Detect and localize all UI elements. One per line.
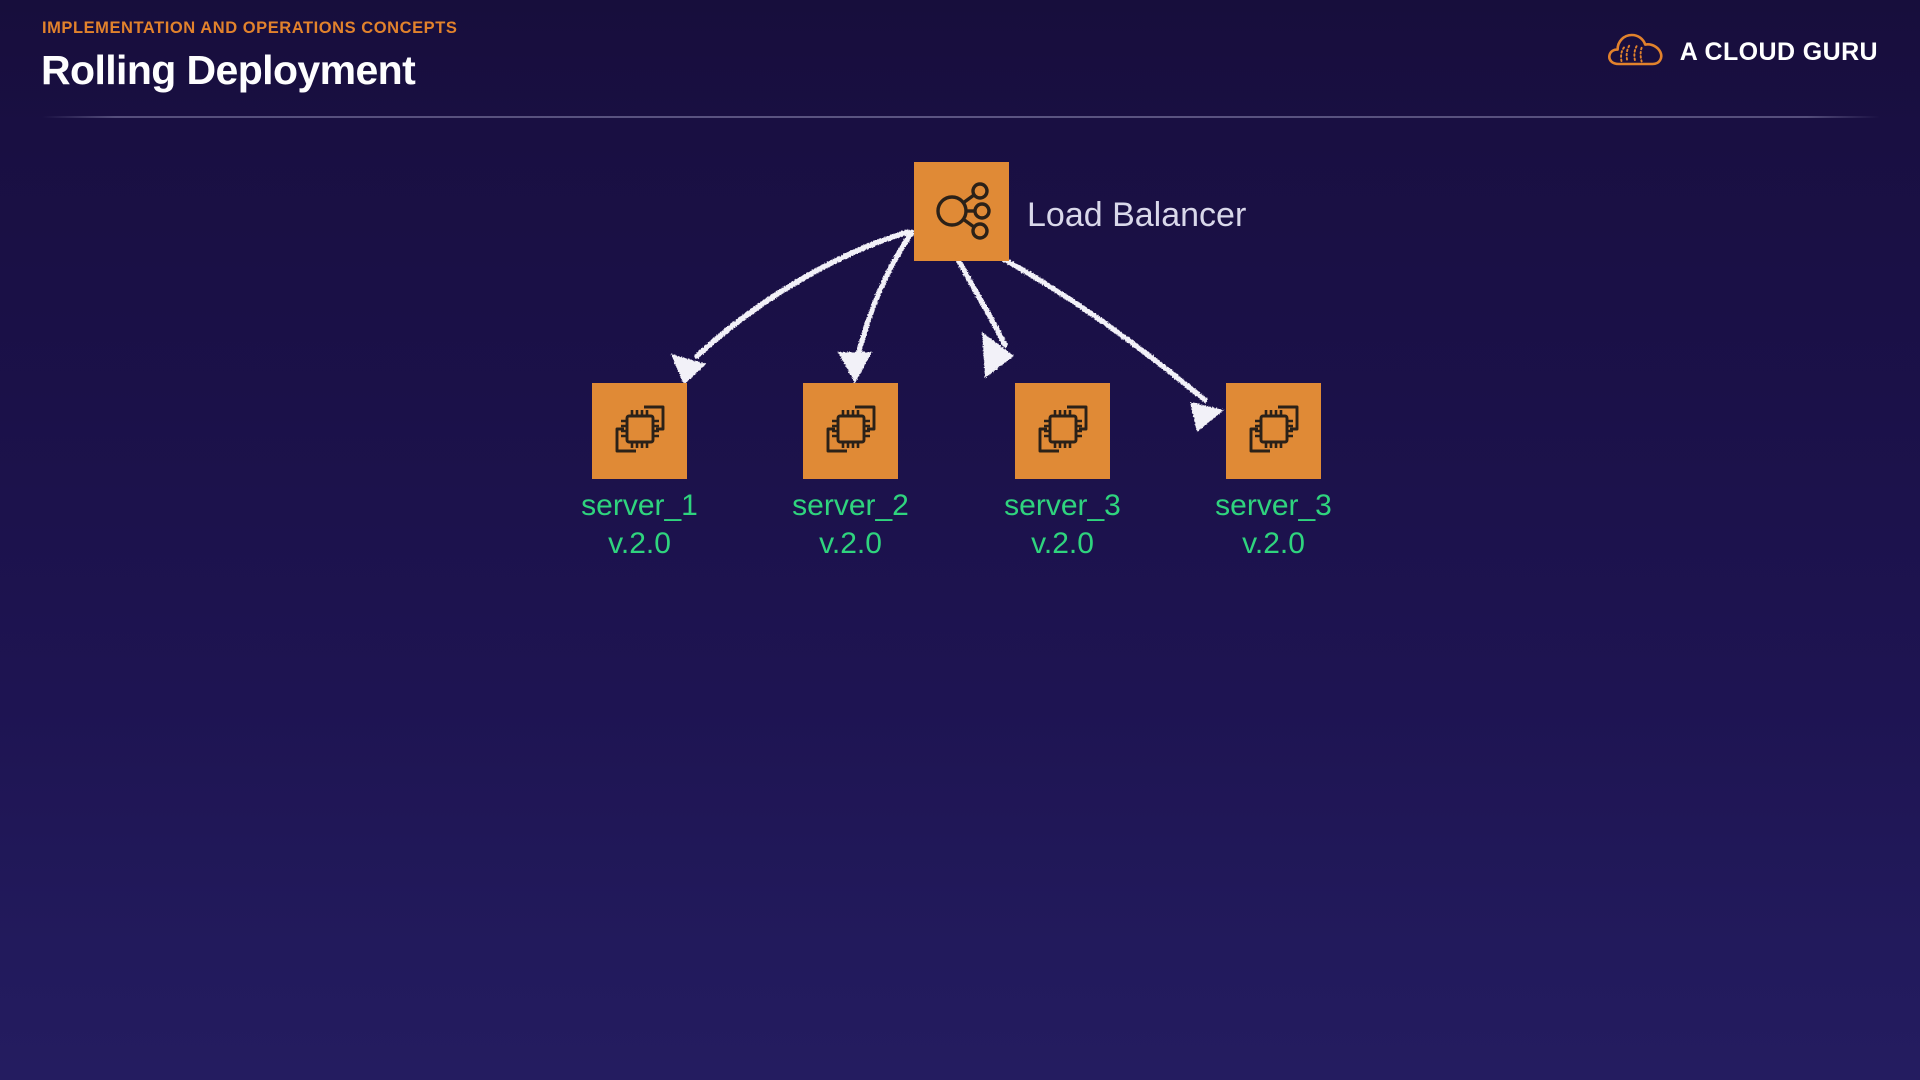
server-tile[interactable] [1015,383,1110,479]
server-tile[interactable] [592,383,687,479]
server-node-3[interactable]: server_3 v.2.0 [1004,383,1121,560]
server-name: server_3 [1004,489,1121,522]
load-balancer-label: Load Balancer [1027,196,1247,234]
server-version: v.2.0 [819,527,882,561]
server-version: v.2.0 [608,527,671,561]
server-node-2[interactable]: server_2 v.2.0 [792,383,909,560]
load-balancer-node[interactable] [914,162,1009,261]
brand-logo: A CLOUD GURU [1607,31,1878,74]
server-caption: server_3 v.2.0 [1004,487,1121,564]
server-tile[interactable] [1226,383,1321,479]
server-name: server_1 [581,489,698,522]
slide-header: IMPLEMENTATION AND OPERATIONS CONCEPTS R… [0,0,1920,118]
server-caption: server_2 v.2.0 [792,487,909,564]
server-name: server_3 [1215,489,1332,522]
load-balancer-tile[interactable] [914,162,1009,261]
header-divider [42,116,1880,118]
server-chip-icon [608,397,672,466]
server-caption: server_1 v.2.0 [581,487,698,564]
cloud-icon [1607,31,1665,74]
page-title: Rolling Deployment [41,47,416,93]
server-chip-icon [819,397,883,466]
server-version: v.2.0 [1242,527,1305,561]
server-node-4[interactable]: server_3 v.2.0 [1215,383,1332,560]
server-version: v.2.0 [1031,527,1094,561]
slide-eyebrow: IMPLEMENTATION AND OPERATIONS CONCEPTS [42,19,458,37]
brand-name: A CLOUD GURU [1679,38,1878,66]
server-tile[interactable] [803,383,898,479]
server-chip-icon [1242,397,1306,466]
load-balancer-icon [929,176,995,247]
server-node-1[interactable]: server_1 v.2.0 [581,383,698,560]
server-name: server_2 [792,489,909,522]
server-chip-icon [1031,397,1095,466]
server-caption: server_3 v.2.0 [1215,487,1332,564]
